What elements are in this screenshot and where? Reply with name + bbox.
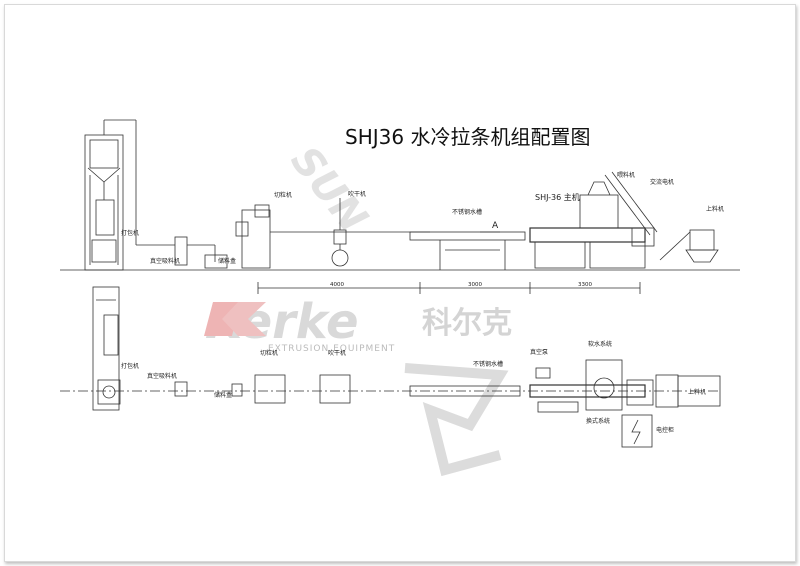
watermark-brand-cn: 科尔克 (422, 306, 512, 341)
label-vacuum-loader: 真空吸料机 (150, 257, 180, 265)
control-cabinet (621, 414, 653, 448)
plan-label-loader: 上料机 (688, 388, 706, 396)
plan-label-vacuum-loader: 真空吸料机 (147, 372, 177, 380)
main-extruder-elev (529, 171, 658, 269)
loader-elev (659, 229, 719, 263)
loader-plan (677, 375, 721, 407)
cutter-plan (254, 374, 286, 404)
label-loader: 上料机 (706, 205, 724, 213)
vacuum-loader-plan (174, 381, 188, 397)
plan-label-packer: 打包机 (121, 362, 139, 370)
dimension-line (257, 282, 641, 294)
main-extruder-plan (529, 359, 679, 413)
watermark-diagonal: SUN (282, 138, 377, 241)
water-tank-plan (409, 385, 521, 397)
plan-label-vacuum-pump: 真空泵 (530, 348, 548, 356)
watermark: Kerke 科尔克 EXTRUSION EQUIPMENT SUN (205, 138, 512, 354)
label-cutter: 切粒机 (274, 191, 292, 199)
dryer-plan (319, 374, 351, 404)
dim-3300: 3300 (578, 282, 592, 288)
dryer-elev (331, 198, 349, 267)
dim-3000: 3000 (468, 282, 482, 288)
label-main-machine: SHJ-36 主机 (535, 192, 580, 202)
watermark-red-arrow (204, 302, 266, 336)
packer-plan (92, 286, 121, 411)
plan-label-hopper: 储料盒 (214, 391, 232, 399)
water-tank-elev (409, 231, 526, 270)
vacuum-loader-elev (174, 236, 216, 266)
hopper-plan (231, 383, 243, 397)
watermark-grey-shape (404, 363, 509, 477)
watermark-subtitle: EXTRUSION EQUIPMENT (268, 344, 395, 354)
plan-label-control-cabinet: 电控柜 (656, 426, 674, 434)
label-dryer: 吹干机 (348, 190, 366, 198)
label-arrow-a: A (492, 221, 499, 231)
label-packer: 打包机 (121, 229, 139, 237)
drawing-sheet (4, 4, 796, 562)
hopper-elev (204, 254, 228, 269)
packer-tower (84, 119, 175, 271)
dim-4000: 4000 (330, 282, 344, 288)
label-feeder: 喂料机 (617, 171, 635, 179)
drawing-title: SHJ36 水冷拉条机组配置图 (345, 125, 590, 149)
plan-label-cutter: 切粒机 (260, 349, 278, 357)
cutter-elev (235, 204, 430, 269)
plan-label-softwater: 软水系统 (588, 340, 612, 348)
label-water-tank: 不锈钢水槽 (452, 208, 482, 216)
label-hopper: 储料盒 (218, 257, 236, 265)
plan-label-water-tank: 不锈钢水槽 (473, 360, 503, 368)
label-ac-motor: 交流电机 (650, 178, 674, 186)
plan-label-heating: 换式系统 (586, 417, 610, 425)
plan-label-dryer: 吹干机 (328, 349, 346, 357)
